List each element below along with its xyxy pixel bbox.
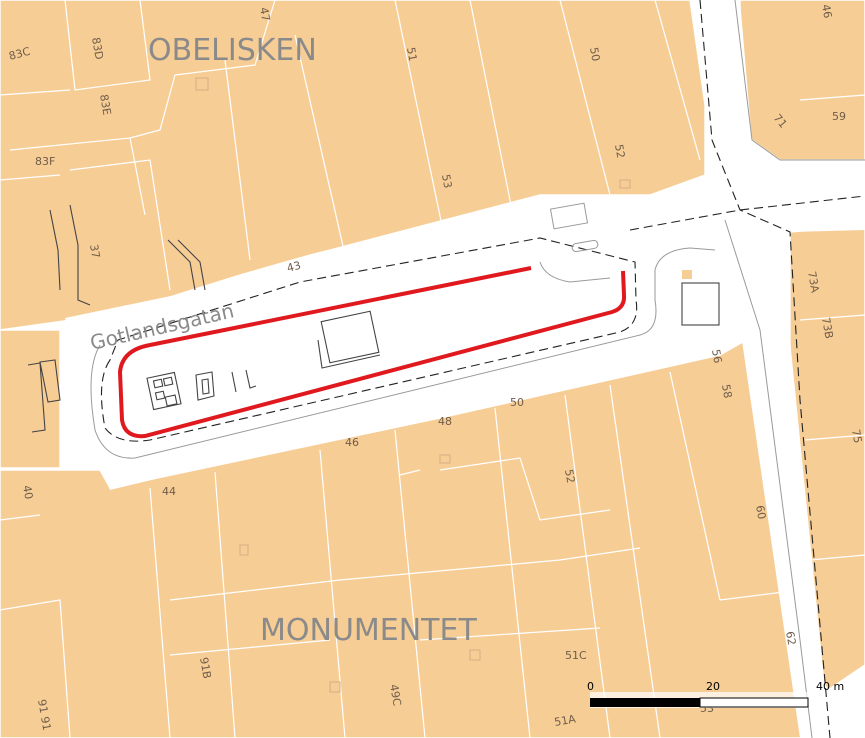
- address-label: 51: [404, 46, 419, 62]
- scale-label-0: 0: [587, 680, 594, 693]
- address-label: 48: [438, 415, 452, 428]
- scale-bar-black-segment: [590, 698, 700, 707]
- address-label: 83D: [89, 36, 106, 60]
- block-northeast: [739, 0, 865, 161]
- address-label: 91 91: [35, 698, 53, 731]
- address-label: 46: [345, 436, 359, 449]
- address-label: 83E: [97, 93, 113, 116]
- address-label: 46: [819, 3, 834, 19]
- address-label: 53: [439, 173, 454, 189]
- address-label: 44: [162, 485, 176, 498]
- road-lines: [90, 0, 865, 738]
- address-label: 73A: [805, 270, 822, 294]
- main-square: [65, 185, 790, 490]
- address-label: 52: [562, 468, 577, 484]
- address-label: 62: [783, 630, 798, 646]
- scale-label-20: 20: [706, 680, 720, 693]
- address-label: 40: [20, 484, 35, 500]
- address-label: 50: [510, 396, 524, 409]
- address-label: 91B: [197, 656, 214, 679]
- road-north-south: [690, 0, 865, 232]
- kiosk-marker: [682, 270, 692, 279]
- scale-label-40: 40 m: [816, 680, 844, 693]
- address-label: 52: [612, 143, 627, 159]
- address-label: 37: [87, 243, 102, 259]
- address-label: 49C: [387, 683, 404, 707]
- district-label-north: OBELISKEN: [148, 33, 317, 68]
- address-label: 51A: [553, 712, 577, 729]
- road-vertical: [720, 190, 830, 738]
- scale-bar-white-segment: [699, 697, 809, 708]
- address-label: 56: [709, 348, 724, 364]
- monument-highlight-line: [117, 266, 627, 439]
- address-numbers: 83C 83D 83E 83F 47 51 50 52 53 37 43 46 …: [7, 3, 864, 731]
- address-label: 50: [587, 46, 602, 62]
- address-label: 59: [832, 110, 846, 123]
- kiosk-outline: [681, 282, 720, 326]
- address-label: 51C: [565, 649, 587, 662]
- address-label: 43: [285, 259, 302, 275]
- address-label: 60: [753, 504, 768, 520]
- address-label: 83F: [35, 155, 55, 168]
- monument-features: [27, 204, 381, 433]
- address-label: 58: [719, 383, 734, 399]
- address-label: 73B: [819, 316, 836, 339]
- address-label: 75: [849, 428, 864, 444]
- district-label-south: MONUMENTET: [260, 613, 477, 648]
- address-label: 47: [257, 6, 272, 22]
- address-label: 83C: [7, 45, 32, 63]
- roads: [65, 0, 865, 738]
- block-west: [0, 329, 61, 469]
- scale-bar: 0 20 40 m: [587, 680, 844, 708]
